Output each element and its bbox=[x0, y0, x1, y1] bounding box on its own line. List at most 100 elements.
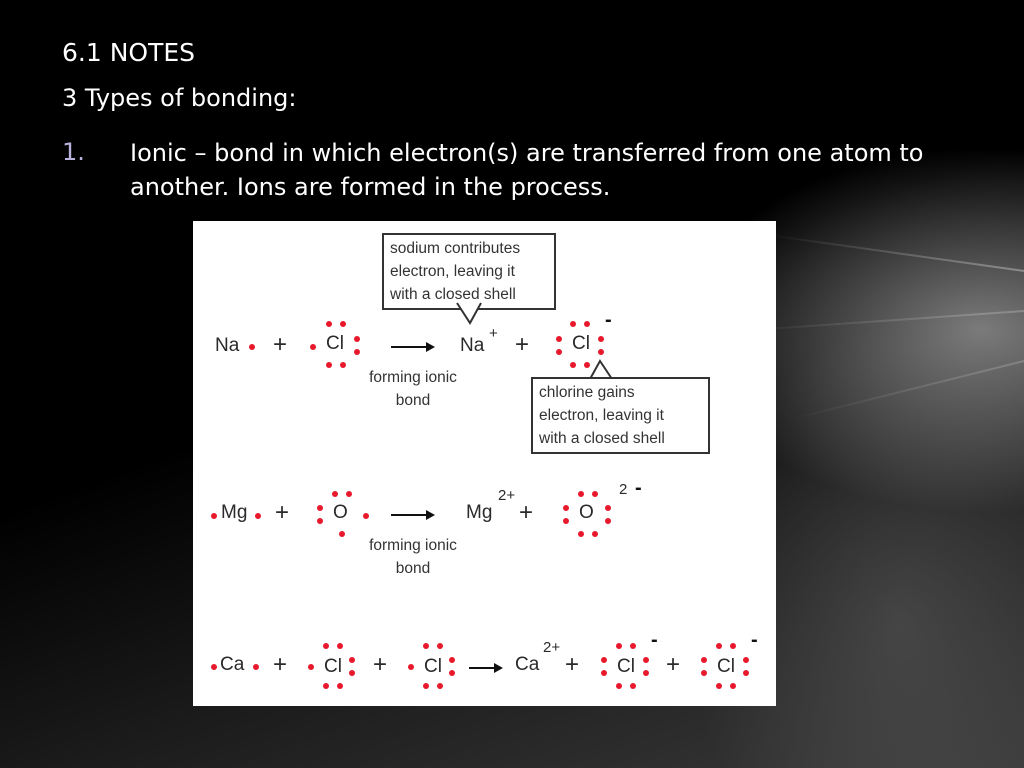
electron-dot bbox=[253, 664, 259, 670]
plus-sign: + bbox=[373, 651, 388, 678]
product-symbol: Ca bbox=[515, 654, 540, 675]
electron-dot bbox=[570, 362, 576, 368]
electron-dot bbox=[423, 643, 429, 649]
electron-dot bbox=[437, 683, 443, 689]
electron-dot bbox=[332, 491, 338, 497]
electron-dot bbox=[598, 336, 604, 342]
reactant-symbol: Cl bbox=[424, 656, 442, 677]
electron-dot bbox=[584, 362, 590, 368]
electron-dot bbox=[408, 664, 414, 670]
electron-dot bbox=[337, 643, 343, 649]
electron-dot bbox=[701, 657, 707, 663]
electron-dot bbox=[354, 336, 360, 342]
electron-dot bbox=[556, 336, 562, 342]
ion-charge: 2+ bbox=[498, 487, 516, 504]
ion-charge: 2 bbox=[619, 481, 628, 498]
electron-dot bbox=[743, 670, 749, 676]
product-symbol: Cl bbox=[572, 333, 590, 354]
product-symbol: Cl bbox=[717, 656, 735, 677]
electron-dot bbox=[249, 344, 255, 350]
electron-dot bbox=[349, 670, 355, 676]
electron-dot bbox=[354, 349, 360, 355]
product-symbol: Mg bbox=[466, 502, 493, 523]
slide-subtitle: 3 Types of bonding: bbox=[62, 84, 297, 112]
electron-dot bbox=[323, 643, 329, 649]
electron-dot bbox=[730, 643, 736, 649]
electron-dot bbox=[616, 683, 622, 689]
reactant-symbol: Na bbox=[215, 335, 240, 356]
callout-pointer bbox=[456, 302, 482, 325]
plus-sign: + bbox=[275, 499, 290, 526]
reaction-arrow bbox=[391, 510, 435, 520]
callout-pointer bbox=[589, 359, 613, 380]
reactant-symbol: Ca bbox=[220, 654, 245, 675]
electron-dot bbox=[346, 491, 352, 497]
electron-dot bbox=[349, 657, 355, 663]
electron-dot bbox=[339, 531, 345, 537]
chlorine-callout: chlorine gains electron, leaving it with… bbox=[531, 377, 710, 454]
ion-charge: - bbox=[635, 477, 642, 499]
reaction-arrow bbox=[469, 663, 503, 673]
electron-dot bbox=[716, 683, 722, 689]
electron-dot bbox=[449, 657, 455, 663]
electron-dot bbox=[310, 344, 316, 350]
electron-dot bbox=[601, 657, 607, 663]
reactant-symbol: Mg bbox=[221, 502, 248, 523]
arrow-caption: forming ionic bond bbox=[369, 537, 457, 577]
electron-dot bbox=[340, 362, 346, 368]
reactant-symbol: Cl bbox=[324, 656, 342, 677]
electron-dot bbox=[556, 349, 562, 355]
plus-sign: + bbox=[515, 331, 530, 358]
bullet-text: Ionic – bond in which electron(s) are tr… bbox=[130, 139, 924, 201]
product-symbol: Na bbox=[460, 335, 485, 356]
electron-dot bbox=[323, 683, 329, 689]
electron-dot bbox=[563, 518, 569, 524]
electron-dot bbox=[630, 643, 636, 649]
plus-sign: + bbox=[273, 331, 288, 358]
electron-dot bbox=[584, 321, 590, 327]
plus-sign: + bbox=[519, 499, 534, 526]
electron-dot bbox=[643, 670, 649, 676]
electron-dot bbox=[211, 513, 217, 519]
electron-dot bbox=[701, 670, 707, 676]
electron-dot bbox=[326, 362, 332, 368]
ionic-bonding-diagram: sodium contributes electron, leaving it … bbox=[193, 221, 776, 706]
sodium-callout: sodium contributes electron, leaving it … bbox=[382, 233, 556, 310]
arrow-caption: forming ionic bond bbox=[369, 369, 457, 409]
slide-title: 6.1 NOTES bbox=[62, 38, 196, 67]
electron-dot bbox=[340, 321, 346, 327]
electron-dot bbox=[317, 505, 323, 511]
ion-charge: 2+ bbox=[543, 639, 561, 656]
electron-dot bbox=[605, 518, 611, 524]
ion-charge: + bbox=[489, 325, 498, 342]
electron-dot bbox=[337, 683, 343, 689]
electron-dot bbox=[563, 505, 569, 511]
electron-dot bbox=[578, 491, 584, 497]
electron-dot bbox=[578, 531, 584, 537]
electron-dot bbox=[616, 643, 622, 649]
ion-charge: - bbox=[605, 309, 612, 331]
electron-dot bbox=[255, 513, 261, 519]
electron-dot bbox=[449, 670, 455, 676]
electron-dot bbox=[570, 321, 576, 327]
electron-dot bbox=[423, 683, 429, 689]
ion-charge: - bbox=[651, 629, 658, 651]
reactant-symbol: O bbox=[333, 502, 348, 523]
electron-dot bbox=[211, 664, 217, 670]
electron-dot bbox=[716, 643, 722, 649]
electron-dot bbox=[592, 491, 598, 497]
electron-dot bbox=[630, 683, 636, 689]
bullet-number: 1. bbox=[62, 138, 85, 166]
electron-dot bbox=[643, 657, 649, 663]
electron-dot bbox=[743, 657, 749, 663]
plus-sign: + bbox=[666, 651, 681, 678]
electron-dot bbox=[326, 321, 332, 327]
electron-dot bbox=[605, 505, 611, 511]
electron-dot bbox=[730, 683, 736, 689]
electron-dot bbox=[592, 531, 598, 537]
product-symbol: O bbox=[579, 502, 594, 523]
electron-dot bbox=[437, 643, 443, 649]
electron-dot bbox=[317, 518, 323, 524]
electron-dot bbox=[598, 349, 604, 355]
reactant-symbol: Cl bbox=[326, 333, 344, 354]
